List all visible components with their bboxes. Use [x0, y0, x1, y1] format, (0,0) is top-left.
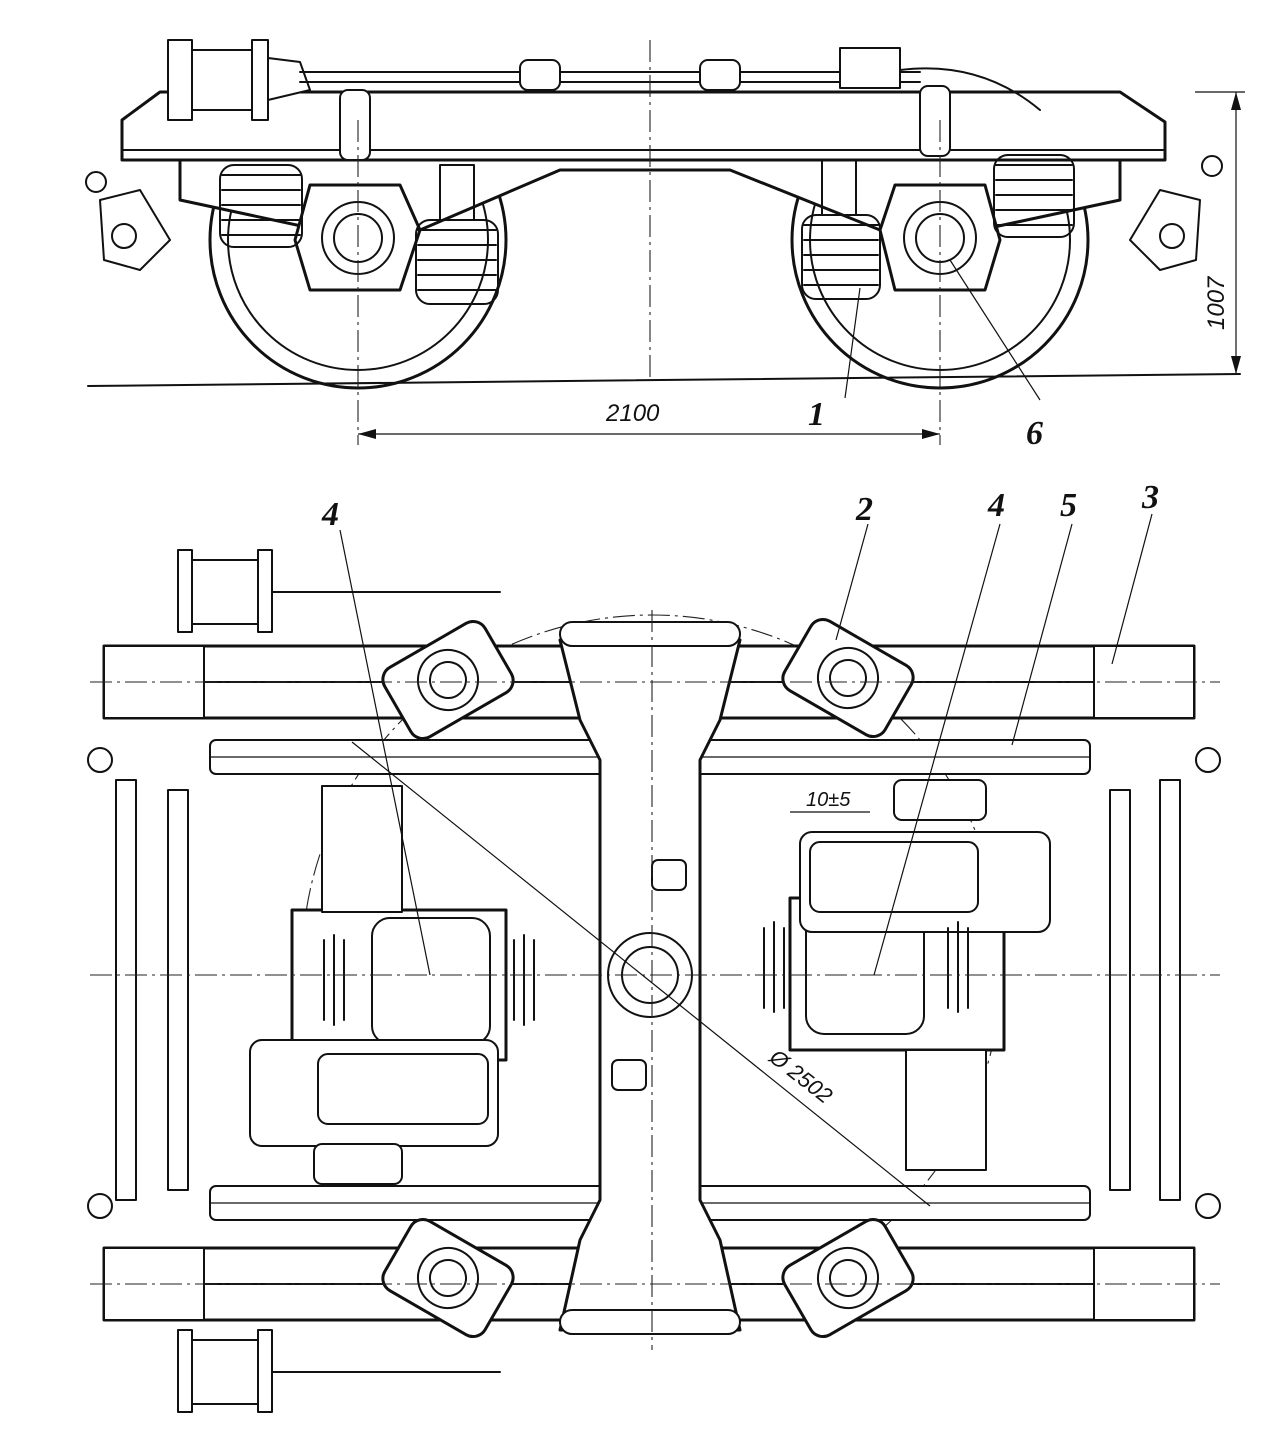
- brake-cylinder-side: [167, 39, 311, 121]
- height-dimension: 1007: [1195, 91, 1245, 374]
- height-label: 1007: [1203, 275, 1230, 330]
- callout-5: 5: [1060, 487, 1077, 524]
- clearance-label: 10±5: [806, 789, 851, 811]
- callout-2: 2: [855, 491, 873, 528]
- brake-rod-side: [299, 47, 1041, 111]
- callout-4-right: 4: [987, 487, 1005, 524]
- diameter-label: Ø 2502: [764, 1044, 837, 1109]
- brake-cylinders-plan: [177, 549, 501, 1413]
- center-bolster: [558, 621, 742, 1335]
- wheelbase-dimension: 2100: [358, 400, 940, 439]
- callout-3: 3: [1141, 479, 1159, 516]
- rail-line: [87, 373, 1241, 387]
- side-view: 2100 1007 1 6: [85, 39, 1245, 452]
- springs-side: [219, 154, 1075, 305]
- traction-motor-right: [763, 779, 1051, 1171]
- callout-4-left: 4: [321, 496, 339, 533]
- callout-6: 6: [1026, 415, 1043, 452]
- wheelbase-label: 2100: [605, 400, 660, 427]
- axle-boxes-plan: [381, 617, 915, 1339]
- suspension-links-side: [339, 85, 951, 161]
- traction-motor-left: [249, 785, 535, 1185]
- plan-view: Ø 2502 10±5 4 2 4 5 3: [87, 479, 1221, 1413]
- tie-rods: [87, 747, 1221, 1219]
- callout-1: 1: [808, 396, 825, 433]
